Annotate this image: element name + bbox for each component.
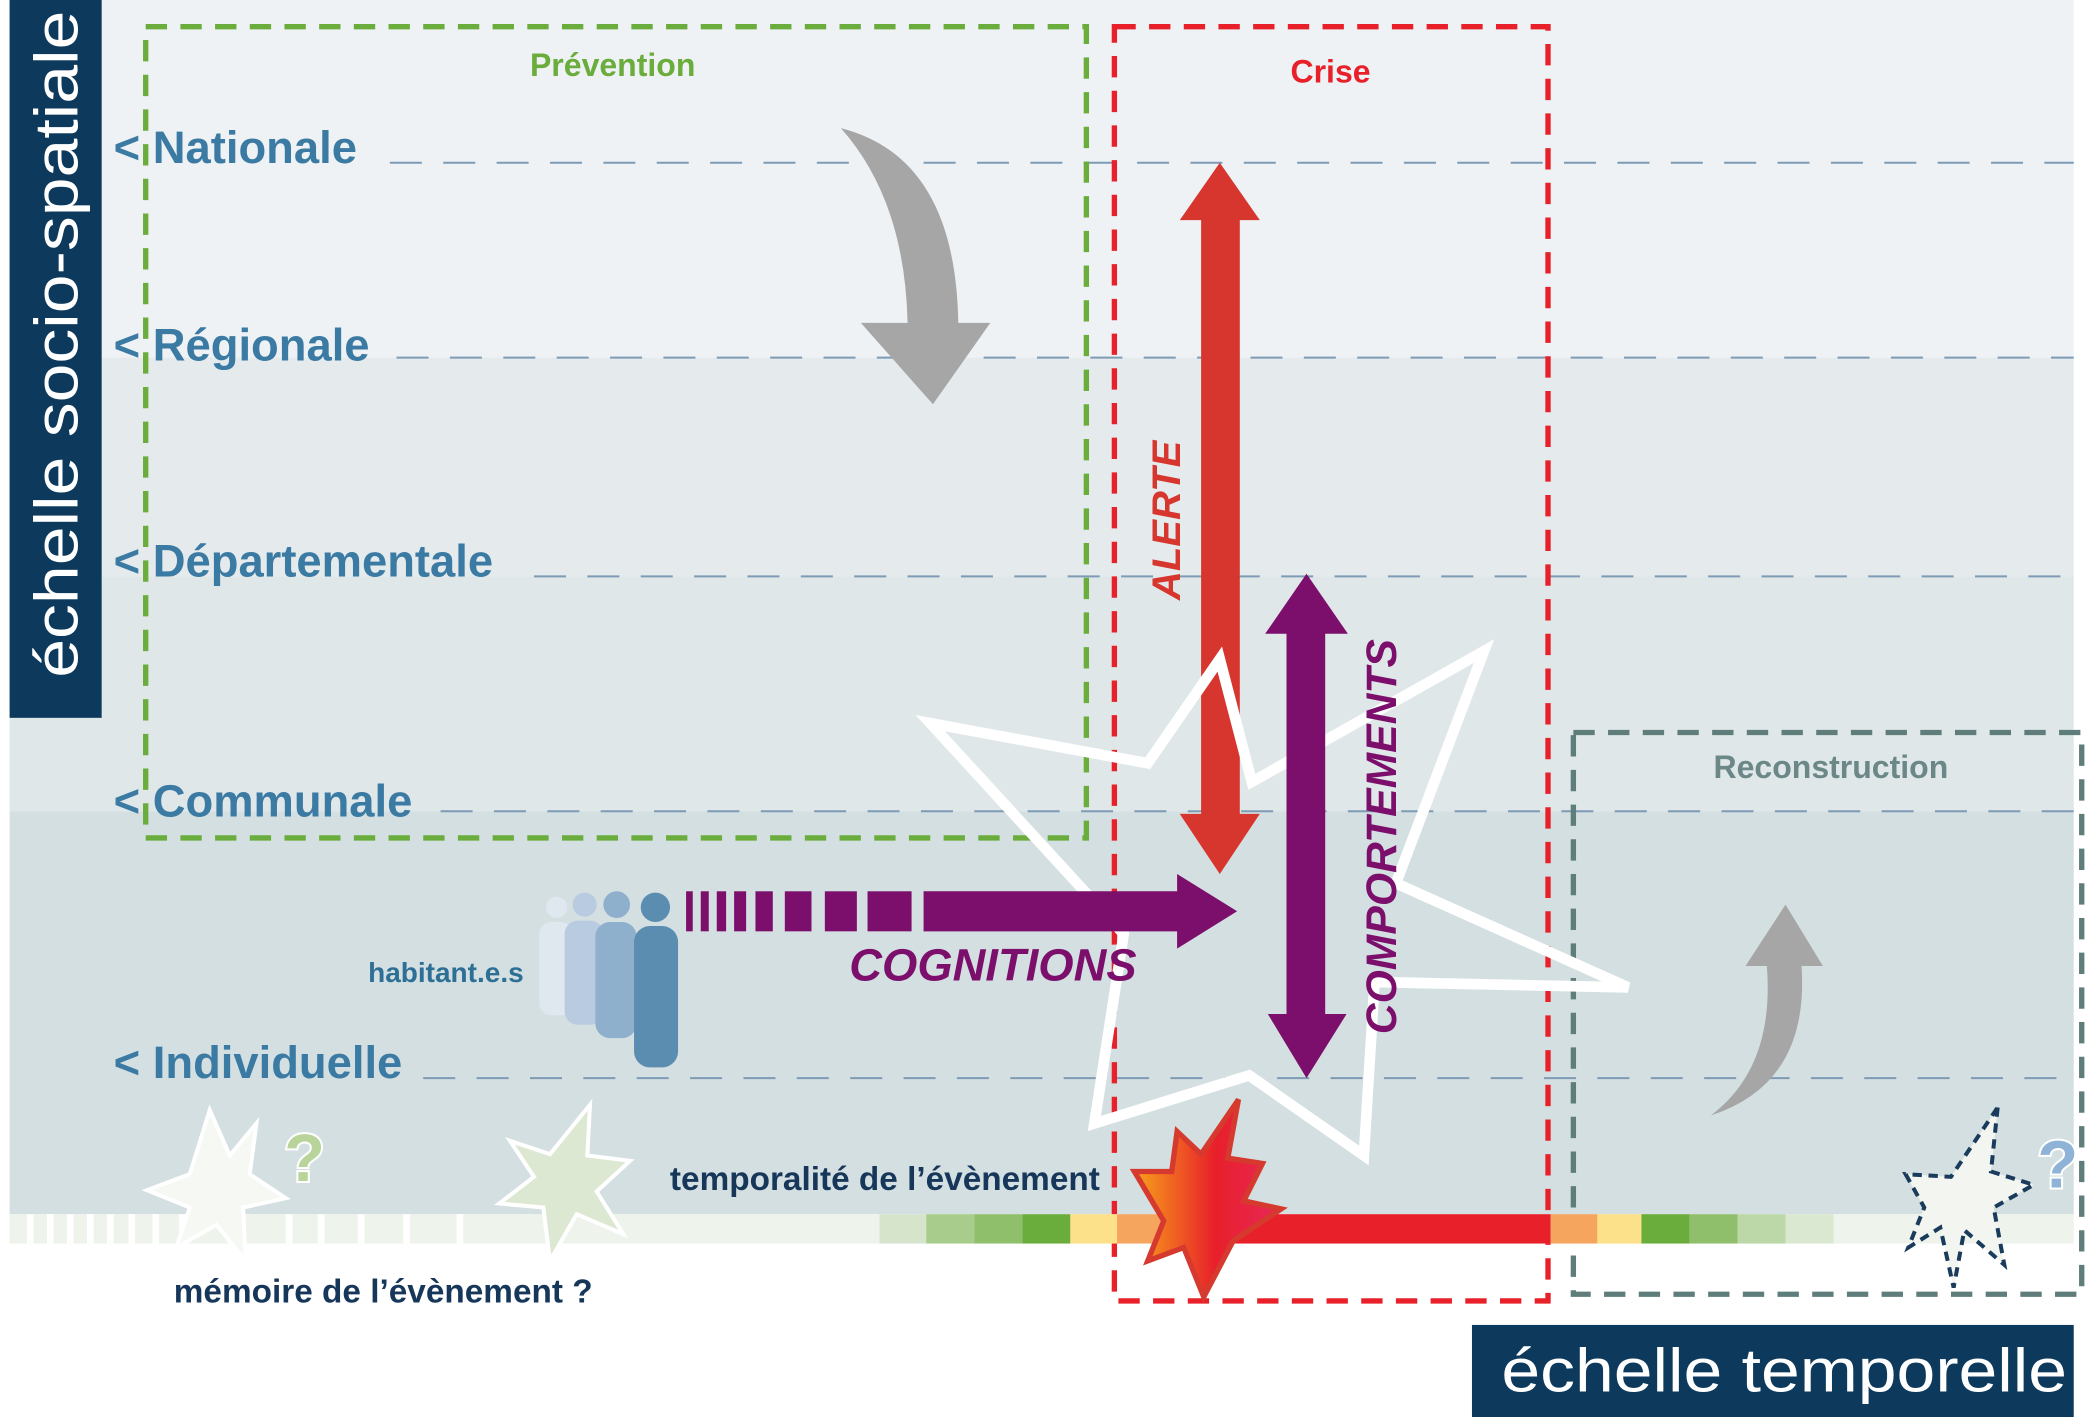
- cognitions-label: COGNITIONS: [849, 940, 1136, 991]
- cognitions-dash: [784, 891, 812, 932]
- person-body: [539, 921, 573, 1016]
- person-body: [595, 921, 637, 1039]
- crisis-frame: [1111, 24, 1551, 1304]
- event-burst-icon: [1129, 1097, 1288, 1304]
- top-down-arrow-icon: [840, 128, 991, 405]
- crisis-label: Crise: [1290, 54, 1370, 90]
- level-labels: < Nationale < Régionale < Départementale…: [114, 122, 493, 1088]
- cognitions-dash: [716, 891, 727, 932]
- behaviours-label: COMPORTEMENTS: [1358, 638, 1406, 1034]
- stripe-gap: [26, 1214, 34, 1244]
- timeline-segment: [926, 1214, 975, 1244]
- band-national: [9, 0, 2074, 358]
- event-starburst-outline: [915, 639, 1631, 1166]
- horizontal-axis-label: échelle temporelle: [1501, 1337, 2067, 1406]
- person-icon: [595, 891, 637, 1039]
- past-event-star-icon: [494, 1098, 635, 1268]
- stripe-gap: [128, 1214, 136, 1244]
- level-departmental: < Départementale: [114, 535, 493, 586]
- person-head: [603, 891, 631, 918]
- cognitions-dash: [755, 891, 773, 932]
- behaviours-double-arrow: [1265, 573, 1348, 1079]
- timeline-segment: [1550, 1214, 1598, 1244]
- stripe-gap: [357, 1214, 365, 1244]
- cognitions-dash: [700, 891, 709, 932]
- stripe-gap: [107, 1214, 114, 1244]
- prevention-frame: [143, 24, 1090, 841]
- vertical-axis-label: échelle socio-spatiale: [23, 11, 92, 678]
- person-head: [572, 892, 597, 917]
- level-individual: < Individuelle: [114, 1037, 403, 1088]
- stripe-gap: [456, 1214, 464, 1244]
- timeline-colors: [879, 1214, 1834, 1244]
- timeline-segment: [1022, 1214, 1071, 1244]
- bottom-up-arrow-icon: [1710, 904, 1823, 1116]
- cognitions-arrow-head: [923, 873, 1238, 949]
- past-event-star-icon: [141, 1104, 291, 1267]
- timeline-segment: [1737, 1214, 1786, 1244]
- prevention-label: Prévention: [530, 47, 695, 83]
- cognitions-arrow: [686, 873, 1238, 949]
- vertical-axis-background: [9, 0, 102, 718]
- stripe-gap: [86, 1214, 94, 1244]
- person-body: [634, 925, 679, 1068]
- band-communal: [9, 811, 2074, 1215]
- alert-label: ALERTE: [1145, 439, 1189, 601]
- stripe-gap: [46, 1214, 54, 1244]
- stripe-gap: [66, 1214, 74, 1244]
- inhabitants-icon: [539, 891, 679, 1068]
- horizontal-axis-box: échelle temporelle: [1471, 1324, 2074, 1417]
- question-mark-future: ?: [2037, 1129, 2078, 1203]
- person-head: [640, 892, 671, 922]
- cognitions-dash: [867, 891, 912, 932]
- person-icon: [634, 892, 679, 1068]
- timeline-segment: [879, 1214, 927, 1244]
- cognitions-dash: [734, 891, 747, 932]
- timeline-segment: [974, 1214, 1023, 1244]
- stripe-gap: [152, 1214, 160, 1244]
- timeline-segment: [1070, 1214, 1118, 1244]
- cognitions-dash: [824, 891, 857, 932]
- person-body: [564, 920, 604, 1025]
- reconstruction-frame: [1570, 729, 2085, 1297]
- future-event-star-icon: [1902, 1106, 2039, 1289]
- reconstruction-label: Reconstruction: [1713, 749, 1948, 785]
- background-bands: [9, 0, 2074, 1215]
- level-national: < Nationale: [114, 122, 357, 173]
- timeline-segment: [1689, 1214, 1738, 1244]
- stripe-gap: [317, 1214, 325, 1244]
- band-regional: [9, 357, 2074, 577]
- timeline-segment: [1785, 1214, 1834, 1244]
- level-communal: < Communale: [114, 776, 413, 827]
- band-departmental: [9, 576, 2074, 812]
- vertical-axis-box: échelle socio-spatiale: [9, 0, 102, 718]
- horizontal-axis-background: [1471, 1324, 2074, 1417]
- timeline-strip: [9, 1214, 2074, 1244]
- person-icon: [539, 896, 573, 1016]
- stripe-gap: [285, 1214, 293, 1244]
- person-head: [545, 896, 568, 918]
- question-mark-past: ?: [284, 1122, 325, 1196]
- timeline-segment: [1597, 1214, 1642, 1244]
- inhabitants-label: habitant.e.s: [368, 957, 524, 988]
- level-regional: < Régionale: [114, 319, 370, 370]
- person-icon: [564, 892, 604, 1025]
- cognitions-dash: [686, 891, 693, 932]
- stripe-gap: [403, 1214, 410, 1244]
- alert-double-arrow: [1179, 162, 1260, 874]
- event-temporality-label: temporalité de l’évènement: [670, 1161, 1100, 1198]
- timeline-segment: [1641, 1214, 1690, 1244]
- event-memory-label: mémoire de l’évènement ?: [174, 1273, 593, 1310]
